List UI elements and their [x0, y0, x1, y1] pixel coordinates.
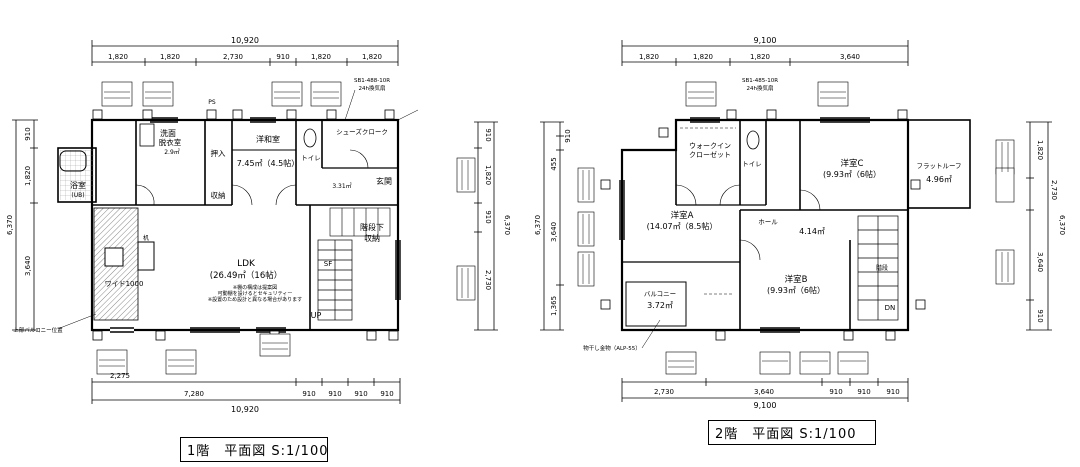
- f2-left-seg: 455: [550, 157, 558, 170]
- f1-bottom-seg: 2,275: [110, 372, 130, 380]
- f1-tsukue: 机: [143, 234, 149, 242]
- f2-left-seg: 3,640: [550, 222, 558, 242]
- f1-room-genkan: 玄関: [376, 176, 392, 186]
- f2-room-area: (9.93㎡（6帖）: [823, 169, 881, 179]
- floor-1-labels: 10,920 1,820 1,820 2,730 910 1,820 1,820…: [6, 36, 511, 414]
- f1-kamiya: 上部バルコニー位置: [13, 326, 63, 334]
- f1-bottom-seg: 910: [328, 390, 341, 398]
- f1-total-top: 10,920: [231, 36, 259, 45]
- f1-top-seg: 1,820: [362, 53, 382, 61]
- f2-room-hall: ホール: [758, 218, 778, 226]
- f1-right-seg: 2,730: [484, 270, 492, 290]
- f1-up: UP: [311, 311, 322, 320]
- f2-room-youB: 洋室B: [785, 274, 808, 285]
- f1-room-senmen: 洗面: [160, 128, 176, 138]
- f2-bottom-seg: 910: [886, 388, 899, 396]
- f1-bottom-seg: 7,280: [184, 390, 204, 398]
- floor-2-caption: 2階 平面図 S:1/100: [708, 420, 876, 445]
- f2-fan: 24h換気扇: [747, 84, 774, 92]
- f1-room-shuno: 収納: [211, 190, 226, 200]
- f2-room-area: 3.72㎡: [647, 301, 673, 310]
- f1-room-kaidan-shuno: 収納: [364, 233, 380, 243]
- floor-1-caption: 1階 平面図 S:1/100: [180, 437, 328, 462]
- f2-room-area: (14.07㎡（8.5帖）: [647, 221, 718, 231]
- f1-room-oshiire: 押入: [211, 148, 226, 158]
- f2-top-seg: 1,820: [750, 53, 770, 61]
- f1-room-area: 2.9㎡: [164, 148, 180, 156]
- f1-left-seg: 1,820: [24, 166, 32, 186]
- f2-room-area: 4.96㎡: [926, 175, 952, 184]
- floor-2-plan: [540, 40, 1052, 402]
- f1-room-ldk: LDK: [237, 259, 256, 269]
- f2-room-area: (9.93㎡（6帖）: [767, 285, 825, 295]
- f1-note: ※棚の構成は提案図: [233, 284, 277, 291]
- f2-top-seg: 1,820: [639, 53, 659, 61]
- f1-bottom-seg: 910: [380, 390, 393, 398]
- f1-room-kaidan: 階段下: [360, 222, 384, 232]
- f1-top-seg: 910: [276, 53, 289, 61]
- f1-fan: 24h換気扇: [359, 84, 386, 92]
- f1-bottom-total: 10,920: [231, 405, 259, 414]
- floor-2-labels: 9,100 1,820 1,820 1,820 3,640 2,730 3,64…: [534, 36, 1066, 410]
- f2-bottom-seg: 3,640: [754, 388, 774, 396]
- f2-monohoshi: 物干し金物（ALP-55）: [583, 344, 641, 352]
- f2-right-seg: 2,730: [1050, 180, 1058, 200]
- f1-left-total: 6,370: [6, 215, 14, 235]
- f1-room-shoes: シューズクローク: [336, 127, 388, 136]
- f2-room-toilet: トイレ: [742, 160, 762, 168]
- f1-left-seg: 3,640: [24, 256, 32, 276]
- f1-bottom-seg: 910: [302, 390, 315, 398]
- f2-room-kaidan: 階段: [876, 264, 888, 272]
- f1-room-toilet: トイレ: [301, 154, 321, 162]
- f1-bottom-seg: 910: [354, 390, 367, 398]
- f1-note: 可動棚を設けるとセキュリティー: [218, 290, 293, 297]
- f2-room-youA: 洋室A: [671, 210, 694, 221]
- f1-room-bath: 浴室: [70, 180, 86, 190]
- f1-right-seg: 910: [484, 128, 492, 141]
- f1-room-datsui: 脱衣室: [159, 137, 182, 147]
- f1-room-area: (26.49㎡（16帖）: [210, 270, 282, 281]
- f2-room-flatroof: フラットルーフ: [916, 162, 961, 170]
- f2-room-closet: クローゼット: [689, 150, 731, 159]
- f2-bottom-seg: 910: [857, 388, 870, 396]
- f1-left-seg: 910: [24, 127, 32, 140]
- f1-top-seg: 2,730: [223, 53, 243, 61]
- f2-fan: SB1-485-10R: [742, 78, 778, 84]
- f1-top-seg: 1,820: [311, 53, 331, 61]
- f2-left-total: 6,370: [534, 215, 542, 235]
- f2-right-seg: 3,640: [1036, 252, 1044, 272]
- f2-left-seg: 910: [564, 129, 572, 142]
- f2-room-balcony: バルコニー: [644, 290, 676, 298]
- f2-bottom-total: 9,100: [754, 401, 777, 410]
- f2-right-seg: 1,820: [1036, 140, 1044, 160]
- f1-top-seg: 1,820: [160, 53, 180, 61]
- f1-sf: SF: [324, 260, 332, 268]
- f2-left-seg: 1,365: [550, 296, 558, 316]
- f2-room-walkin: ウォークイン: [689, 142, 731, 150]
- f2-total-top: 9,100: [754, 36, 777, 45]
- f1-right-seg: 910: [484, 210, 492, 223]
- f1-fan: SB1-488-10R: [354, 78, 390, 84]
- f1-right-total: 6,370: [503, 215, 511, 235]
- f1-note: ※設置のため設計と異なる場合があります: [208, 296, 302, 303]
- f2-right-seg: 910: [1036, 309, 1044, 322]
- f2-top-seg: 3,640: [840, 53, 860, 61]
- f2-top-seg: 1,820: [693, 53, 713, 61]
- f1-room-area: 7.45㎡（4.5帖）: [237, 158, 300, 168]
- f1-room-washitsu: 洋和室: [256, 134, 280, 144]
- f1-ps: PS: [208, 99, 216, 106]
- f2-bottom-seg: 2,730: [654, 388, 674, 396]
- f1-room-bath-sub: (UB): [71, 192, 84, 199]
- f2-down: DN: [885, 304, 896, 312]
- f1-right-seg: 1,820: [484, 165, 492, 185]
- f1-top-seg: 1,820: [108, 53, 128, 61]
- floor-1-plan: [12, 40, 498, 404]
- f2-room-youC: 洋室C: [841, 158, 864, 169]
- f1-pantry-note: ワイド1000: [105, 280, 144, 288]
- f1-room-area: 3.31㎡: [332, 182, 351, 190]
- f2-right-total: 6,370: [1058, 215, 1066, 235]
- f2-bottom-seg: 910: [829, 388, 842, 396]
- f2-room-area: 4.14㎡: [799, 227, 825, 236]
